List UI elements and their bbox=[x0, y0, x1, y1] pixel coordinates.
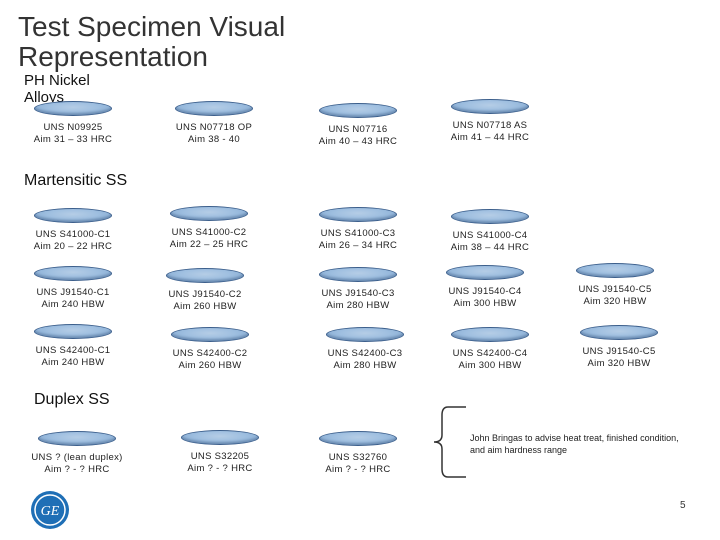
specimen-aim: Aim 38 - 40 bbox=[188, 134, 240, 145]
ge-logo-text: GE bbox=[41, 504, 60, 519]
specimen-aim: Aim 22 – 25 HRC bbox=[169, 239, 249, 250]
specimen-disc bbox=[170, 206, 248, 221]
specimen-grade: UNS J91540-C5 bbox=[578, 284, 652, 295]
specimen-aim: Aim 38 – 44 HRC bbox=[450, 242, 530, 253]
specimen-disc bbox=[319, 267, 397, 282]
specimen-grade: UNS S42400-C4 bbox=[452, 348, 528, 359]
specimen-aim: Aim 20 – 22 HRC bbox=[33, 241, 113, 252]
section-ph-nickel-alloys: PH Nickel Alloys bbox=[24, 72, 90, 102]
specimen-disc bbox=[451, 327, 529, 342]
specimen-aim: Aim 40 – 43 HRC bbox=[318, 136, 398, 147]
specimen-disc bbox=[166, 268, 244, 283]
specimen-grade: UNS S42400-C3 bbox=[327, 348, 403, 359]
specimen-aim: Aim 240 HBW bbox=[41, 299, 105, 310]
specimen-disc bbox=[34, 101, 112, 116]
specimen-grade: UNS S32760 bbox=[328, 452, 388, 463]
specimen-grade: UNS N09925 bbox=[43, 122, 103, 133]
section-duplex-ss: Duplex SS bbox=[34, 391, 110, 408]
specimen-disc bbox=[326, 327, 404, 342]
specimen-disc bbox=[34, 266, 112, 281]
page-number: 5 bbox=[680, 500, 686, 511]
specimen-grade: UNS S41000-C1 bbox=[35, 229, 111, 240]
specimen-grade: UNS S32205 bbox=[190, 451, 250, 462]
specimen-disc bbox=[34, 208, 112, 223]
specimen-aim: Aim 320 HBW bbox=[587, 358, 651, 369]
specimen-grade: UNS S41000-C2 bbox=[171, 227, 247, 238]
specimen-aim: Aim 320 HBW bbox=[583, 296, 647, 307]
specimen-grade: UNS J91540-C1 bbox=[36, 287, 110, 298]
specimen-disc bbox=[446, 265, 524, 280]
specimen-grade: UNS ? (lean duplex) bbox=[31, 452, 123, 463]
specimen-disc bbox=[576, 263, 654, 278]
grouping-bracket bbox=[433, 406, 466, 478]
specimen-grade: UNS J91540-C4 bbox=[448, 286, 522, 297]
note-text: John Bringas to advise heat treat, finis… bbox=[470, 433, 679, 455]
specimen-aim: Aim 41 – 44 HRC bbox=[450, 132, 530, 143]
specimen-disc bbox=[319, 103, 397, 118]
specimen-aim: Aim 300 HBW bbox=[453, 298, 517, 309]
specimen-aim: Aim 240 HBW bbox=[41, 357, 105, 368]
specimen-disc bbox=[181, 430, 259, 445]
specimen-grade: UNS S41000-C3 bbox=[320, 228, 396, 239]
specimen-grade: UNS N07716 bbox=[328, 124, 388, 135]
specimen-aim: Aim 280 HBW bbox=[326, 300, 390, 311]
specimen-disc bbox=[451, 209, 529, 224]
specimen-aim: Aim 280 HBW bbox=[333, 360, 397, 371]
specimen-grade: UNS J91540-C2 bbox=[168, 289, 242, 300]
ge-logo: GE bbox=[31, 491, 69, 529]
specimen-disc bbox=[319, 431, 397, 446]
specimen-grade: UNS S42400-C2 bbox=[172, 348, 248, 359]
specimen-disc bbox=[580, 325, 658, 340]
specimen-disc bbox=[319, 207, 397, 222]
specimen-aim: Aim 31 – 33 HRC bbox=[33, 134, 113, 145]
specimen-grade: UNS S42400-C1 bbox=[35, 345, 111, 356]
specimen-aim: Aim 260 HBW bbox=[178, 360, 242, 371]
specimen-aim: Aim 260 HBW bbox=[173, 301, 237, 312]
specimen-disc bbox=[175, 101, 253, 116]
specimen-aim: Aim ? - ? HRC bbox=[44, 464, 110, 475]
specimen-disc bbox=[34, 324, 112, 339]
specimen-disc bbox=[38, 431, 116, 446]
specimen-aim: Aim ? - ? HRC bbox=[325, 464, 391, 475]
specimen-grade: UNS J91540-C3 bbox=[321, 288, 395, 299]
specimen-grade: UNS J91540-C5 bbox=[582, 346, 656, 357]
page-title: Test Specimen Visual Representation bbox=[18, 11, 286, 72]
specimen-disc bbox=[171, 327, 249, 342]
section-martensitic-ss: Martensitic SS bbox=[24, 172, 128, 189]
specimen-aim: Aim 300 HBW bbox=[458, 360, 522, 371]
specimen-aim: Aim 26 – 34 HRC bbox=[318, 240, 398, 251]
specimen-aim: Aim ? - ? HRC bbox=[187, 463, 253, 474]
specimen-duplex-1: UNS ? (lean duplex)Aim ? - ? HRC bbox=[22, 431, 132, 476]
specimen-grade: UNS N07718 AS bbox=[452, 120, 528, 131]
specimen-grade: UNS S41000-C4 bbox=[452, 230, 528, 241]
specimen-grade: UNS N07718 OP bbox=[175, 122, 253, 133]
specimen-disc bbox=[451, 99, 529, 114]
